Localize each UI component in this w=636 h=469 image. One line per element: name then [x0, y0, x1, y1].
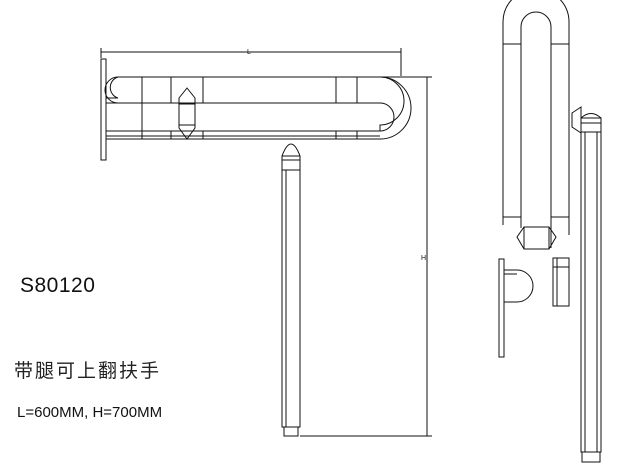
side-wall-plate — [498, 258, 505, 358]
dimension-length — [100, 48, 402, 76]
side-bar-outer — [502, 0, 570, 235]
height-label: H — [421, 255, 426, 262]
wall-plate — [100, 58, 107, 161]
side-bar-inner — [520, 11, 552, 248]
side-bracket — [504, 269, 534, 303]
support-leg — [281, 143, 301, 437]
length-label: L — [247, 49, 251, 56]
bar-clamp — [178, 87, 196, 140]
side-view — [498, 0, 602, 463]
product-description: 带腿可上翻扶手 — [14, 360, 162, 382]
bar-segments — [141, 77, 358, 139]
model-number: S80120 — [20, 274, 96, 297]
side-leg — [580, 113, 602, 463]
side-clamp — [516, 226, 557, 250]
product-spec: L=600MM, H=700MM — [17, 404, 163, 421]
front-view — [100, 48, 432, 437]
hinge — [571, 106, 582, 134]
grab-bar — [104, 76, 412, 140]
dimension-height — [300, 76, 432, 437]
